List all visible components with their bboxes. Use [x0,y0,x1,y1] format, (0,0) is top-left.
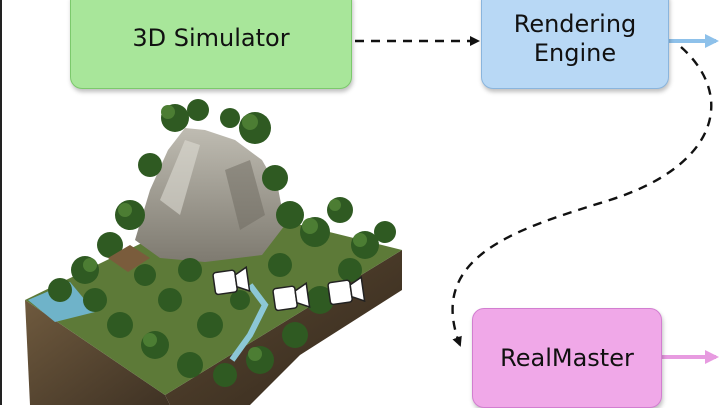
node-rendering-engine: Rendering Engine [481,0,669,89]
camera-icon [327,275,366,306]
node-label: RealMaster [500,343,634,372]
camera-icon [272,281,311,312]
node-label: Rendering Engine [513,9,637,67]
camera-icon [212,265,251,296]
edge-rendering-to-realmaster [451,46,713,347]
node-label: 3D Simulator [132,24,290,53]
left-edge-line [0,0,2,405]
node-3d-simulator: 3D Simulator [70,0,352,89]
node-realmaster: RealMaster [472,308,662,408]
